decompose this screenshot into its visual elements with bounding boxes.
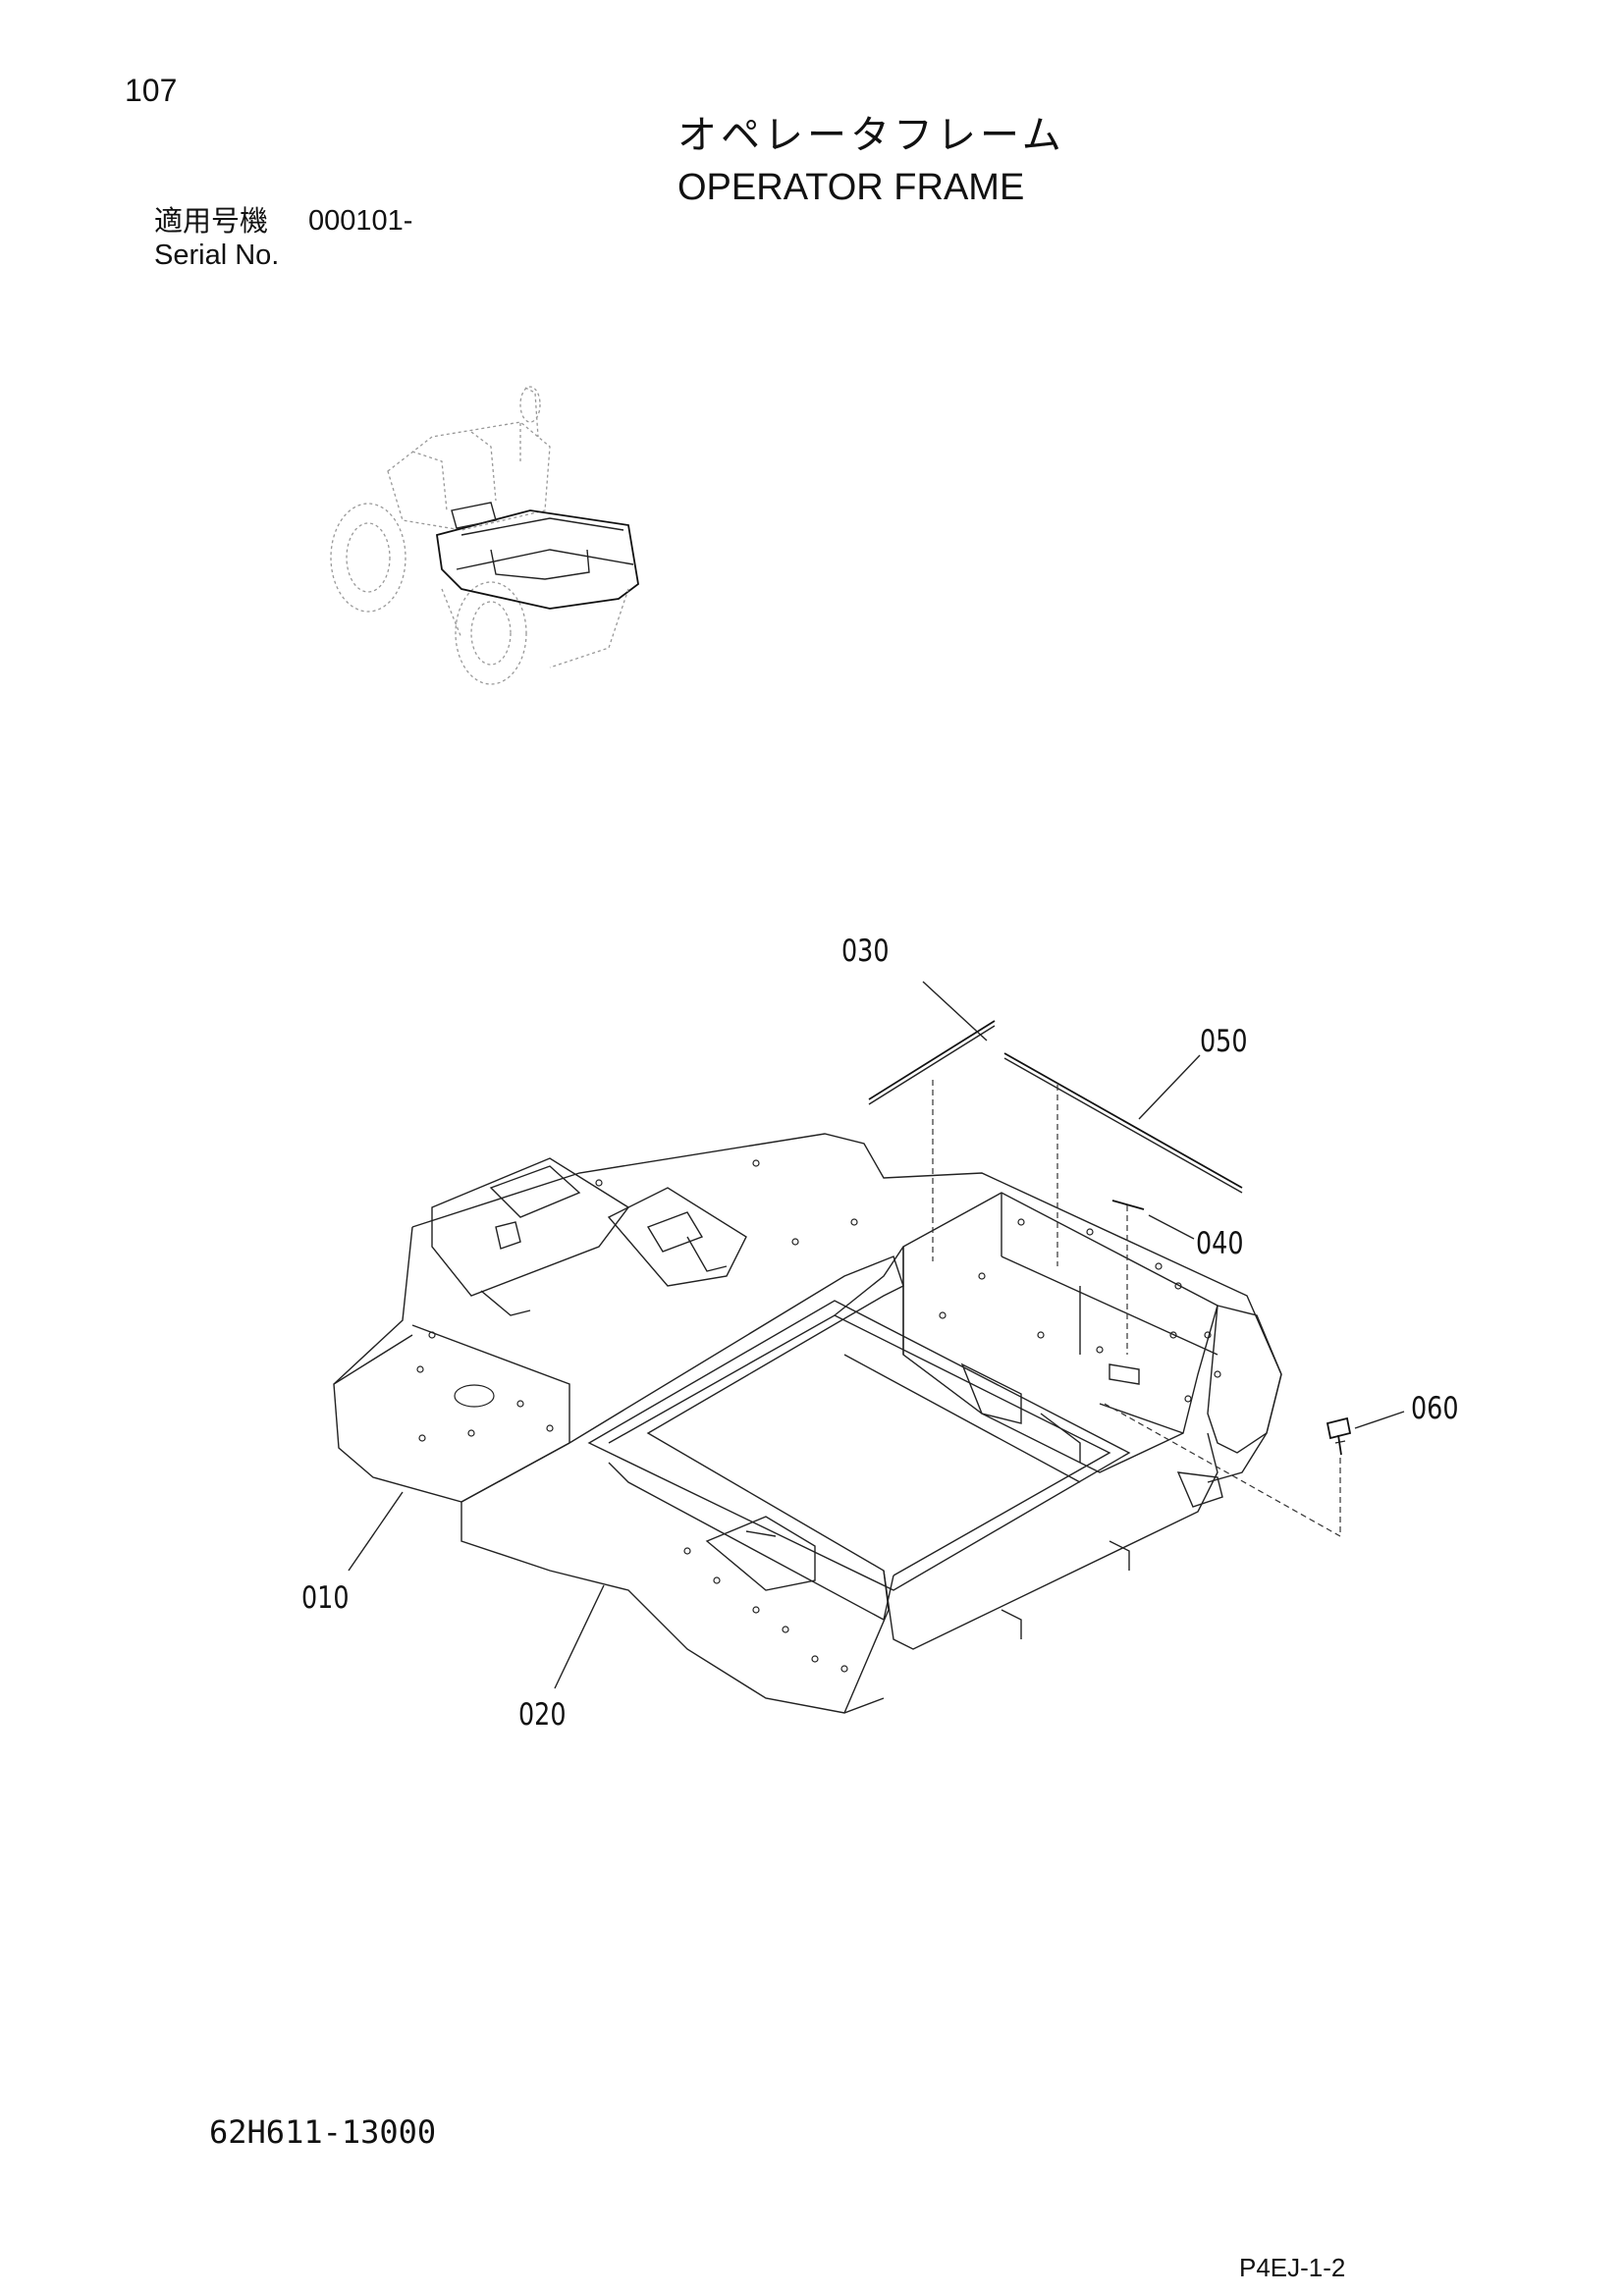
rear-box-slot (1109, 1363, 1140, 1385)
rear-wheel-outline (330, 503, 406, 613)
highlighted-frame-details (456, 517, 634, 580)
bolt-holes (416, 1159, 1221, 1673)
callout-020: 020 (518, 1697, 567, 1733)
cab-outline (387, 421, 551, 531)
front-deck-lower-edge (460, 1442, 885, 1714)
callout-050: 050 (1200, 1024, 1248, 1059)
right-mount-plate (607, 1187, 747, 1287)
left-side-panel-edges (333, 1324, 570, 1443)
body-outline (441, 588, 629, 668)
drawing-number: 62H611-13000 (209, 2113, 437, 2151)
page-title: OPERATOR FRAME (677, 167, 1025, 208)
center-cavity-inner (608, 1314, 1111, 1576)
leader-050 (1138, 1054, 1201, 1120)
right-corner-tab (1176, 1471, 1223, 1508)
serial-label-japanese: 適用号機 (154, 204, 269, 238)
gasket-030-edge (868, 1025, 996, 1105)
operator-frame-drawing (333, 981, 1405, 1714)
center-cavity (587, 1300, 1131, 1591)
rear-left-mount-plate (431, 1157, 630, 1297)
seal-040 (1111, 1200, 1145, 1210)
panel-round-hole (454, 1384, 495, 1408)
seat-and-levers (411, 387, 539, 511)
rear-deck-outline (411, 1133, 1282, 1483)
bottom-tabs (1001, 1540, 1130, 1639)
machine-overview-thumbnail (330, 386, 639, 685)
callout-060: 060 (1411, 1391, 1459, 1426)
front-wheel-hub (470, 601, 512, 666)
gasket-050 (1003, 1052, 1243, 1189)
callout-040: 040 (1196, 1226, 1244, 1261)
cavity-back-corner (834, 1246, 904, 1316)
lever-knob (519, 386, 541, 423)
mount-cutouts (489, 1165, 581, 1250)
callout-010: 010 (301, 1580, 350, 1616)
leader-020 (554, 1584, 605, 1689)
gasket-050-edge (1003, 1057, 1243, 1194)
rear-box-edges (902, 1193, 1218, 1434)
leader-030 (922, 981, 988, 1041)
assembly-line-060 (1104, 1403, 1341, 1538)
bolt-060 (1326, 1416, 1352, 1456)
page-number: 107 (125, 73, 178, 108)
leader-040 (1148, 1214, 1195, 1240)
serial-number-value: 000101- (308, 205, 413, 237)
left-side-panel (333, 1226, 570, 1503)
rear-wheel-hub (346, 522, 391, 593)
leader-010 (348, 1491, 404, 1572)
highlighted-frame-bracket (451, 502, 497, 529)
right-angled-panel (1207, 1305, 1282, 1454)
mount-brackets (480, 1236, 728, 1316)
serial-label: Serial No. (154, 240, 280, 271)
leader-060 (1354, 1411, 1405, 1429)
highlighted-frame (435, 509, 639, 610)
front-bracket (705, 1516, 816, 1591)
cross-members (843, 1354, 1081, 1483)
cavity-floor-edge (608, 1462, 894, 1621)
gasket-030 (868, 1020, 996, 1100)
front-wheel-outline (455, 581, 527, 685)
page-code: P4EJ-1-2 (1239, 2253, 1346, 2282)
page-title-japanese: オペレータフレーム (677, 113, 1065, 158)
callout-030: 030 (841, 934, 890, 969)
